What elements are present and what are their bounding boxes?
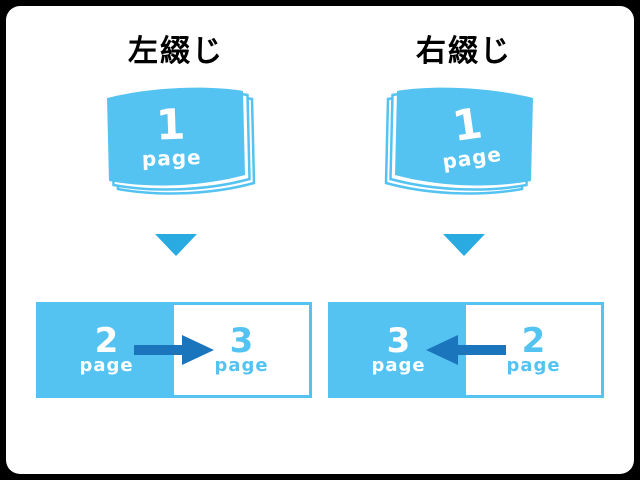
heading-left-binding: 左綴じ [128, 34, 224, 69]
book-icon [107, 87, 256, 195]
right-arrow-icon [134, 335, 214, 365]
book-icon [384, 87, 533, 195]
book-page-label: 1 page [90, 99, 252, 172]
page-word: page [506, 355, 561, 377]
down-arrow-icon [443, 234, 485, 256]
spread-left-binding: 2 page 3 page [36, 302, 312, 398]
spread-page-first: 3 page [331, 305, 466, 395]
page-number: 2 [521, 320, 546, 361]
page-word: page [79, 355, 134, 377]
page-number: 3 [229, 320, 254, 361]
page-number: 3 [386, 320, 411, 361]
heading-right-binding: 右綴じ [416, 34, 512, 69]
page-word: page [371, 355, 426, 377]
book-right-binding-illustration: 1 page [379, 78, 549, 213]
diagram-canvas: 左綴じ 右綴じ 1 page 1 [6, 6, 634, 474]
page-number: 2 [94, 320, 119, 361]
left-arrow-icon [426, 335, 506, 365]
page-word: page [214, 355, 269, 377]
page-number: 1 [155, 99, 187, 150]
book-left-binding-illustration: 1 page [91, 78, 261, 213]
down-arrow-icon [155, 234, 197, 256]
spread-right-binding: 3 page 2 page [328, 302, 604, 398]
